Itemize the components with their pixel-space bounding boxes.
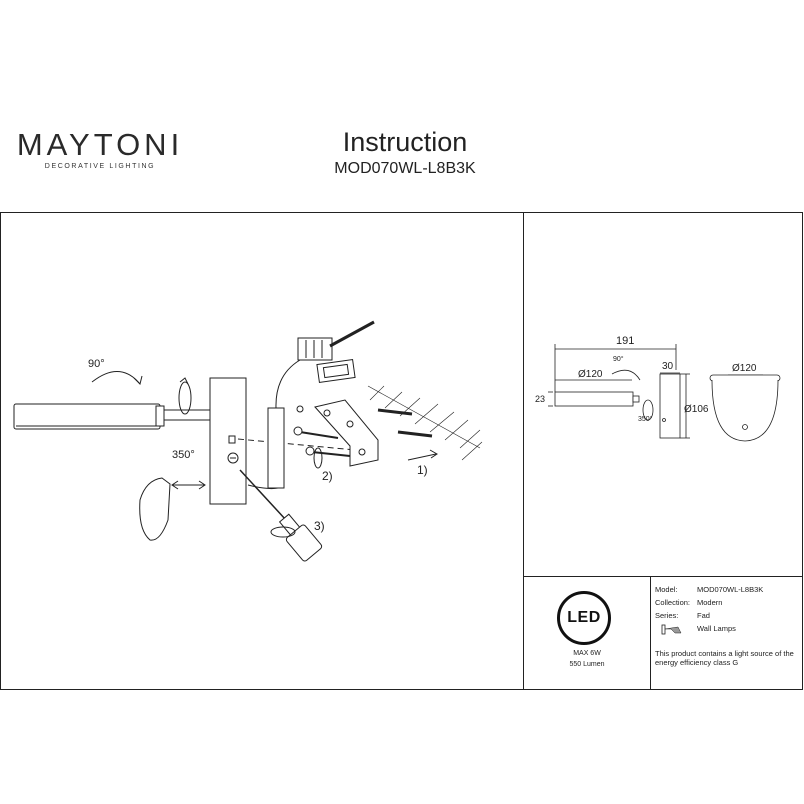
collection-label: Collection:: [655, 598, 691, 607]
rotation-label-bottom: 350°: [172, 449, 195, 461]
step-label-2: 2): [322, 469, 333, 483]
wall-lamp-icon: [661, 624, 682, 635]
led-lumen: 550 Lumen: [569, 661, 605, 668]
dim-lamp-head: [554, 391, 634, 407]
dim-base-label: Ø106: [684, 404, 709, 415]
frame-divider-horizontal: [523, 576, 803, 577]
wall-hatch: [367, 385, 483, 461]
lamp-head: [13, 403, 161, 430]
power-cable: [275, 359, 301, 409]
page-title: Instruction: [342, 127, 468, 157]
collection-value: Modern: [697, 598, 723, 607]
wall-plug-icon: [377, 408, 413, 416]
product-info: Model: MOD070WL-L8B3K Collection: Modern…: [655, 585, 801, 667]
lamp-base: [209, 377, 247, 505]
series-label: Series:: [655, 611, 679, 620]
direction-arrow: [407, 453, 437, 461]
lamp-head-cap: [155, 405, 165, 427]
step-label-1: 1): [417, 463, 428, 477]
hand-icon: [139, 477, 171, 541]
page-title-block: Instruction MOD070WL-L8B3K: [330, 127, 480, 179]
dim-rotation-arc: [611, 369, 641, 381]
info-row-model: Model: MOD070WL-L8B3K: [655, 585, 801, 598]
info-row-series: Series: Fad: [655, 611, 801, 624]
series-value: Fad: [697, 611, 710, 620]
brand-name: MAYTONI: [16, 127, 184, 162]
led-power: MAX 6W: [573, 650, 601, 657]
brand-tagline: DECORATIVE LIGHTING: [44, 163, 156, 170]
brand-logo: MAYTONI DECORATIVE LIGHTING: [0, 127, 200, 171]
model-code: MOD070WL-L8B3K: [334, 160, 476, 177]
dim-rotation-label: 90°: [613, 355, 624, 363]
dim-height-label: 23: [535, 394, 545, 404]
dim-front-round: [711, 379, 779, 442]
energy-note: This product contains a light source of …: [655, 649, 794, 667]
swivel-arrow: [178, 381, 192, 415]
frame-divider-vertical: [523, 212, 524, 690]
frame-divider-info: [650, 576, 651, 690]
model-value: MOD070WL-L8B3K: [697, 585, 764, 594]
led-badge: LED: [557, 591, 611, 645]
type-value: Wall Lamps: [697, 624, 736, 633]
driver-box: [267, 407, 285, 489]
screw-icon: [227, 452, 239, 464]
terminal-plate: [316, 359, 356, 383]
rotation-arrow-top: [91, 371, 141, 385]
dim-lamp-base: [659, 373, 681, 439]
rotation-label-top: 90°: [88, 358, 105, 370]
led-badge-text: LED: [567, 609, 601, 626]
led-panel: LED MAX 6W 550 Lumen: [524, 577, 650, 689]
info-row-collection: Collection: Modern: [655, 598, 801, 611]
instruction-frame: [0, 212, 803, 690]
dim-arm-label: 30: [662, 361, 674, 372]
step-label-3: 3): [314, 519, 325, 533]
screwdriver-icon: [239, 469, 287, 521]
connector-block: [297, 337, 333, 361]
dim-lamp-arm: [632, 395, 640, 403]
wall-screw-icon: [299, 431, 339, 439]
lamp-arm: [163, 409, 211, 421]
dim-front-label: Ø120: [732, 363, 757, 374]
dim-total-label: 191: [616, 335, 634, 347]
model-label: Model:: [655, 585, 678, 594]
dim-swivel-label: 350°: [638, 415, 653, 423]
info-row-type: Wall Lamps: [655, 624, 801, 637]
dim-head-label: Ø120: [578, 369, 603, 380]
